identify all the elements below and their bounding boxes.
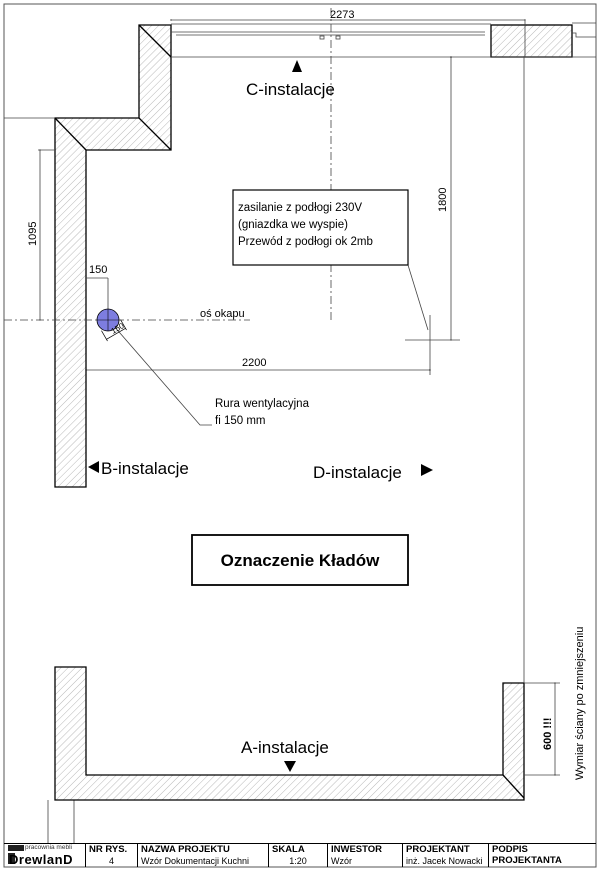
arrow-right-icon [421, 464, 433, 476]
note-box [232, 189, 409, 266]
title-box [191, 534, 409, 586]
signature-cell: PODPIS PROJEKTANTA [488, 843, 596, 867]
dim-wall-text: 600 !!! [542, 718, 554, 750]
page-frame [3, 3, 597, 868]
investor-cell: INWESTOR Wzór [327, 843, 402, 867]
b-label: B-instalacje [101, 459, 189, 478]
logo-big: DrewlanD [9, 852, 73, 867]
title-box-text: Oznaczenie Kładów [221, 551, 380, 570]
arrow-up-icon [292, 60, 302, 72]
nr-value: 4 [108, 856, 114, 866]
nr-cell: NR RYS. 4 [85, 843, 137, 867]
project-label: NAZWA PROJEKTU [141, 844, 230, 855]
project-cell: NAZWA PROJEKTU Wzór Dokumentacji Kuchni [137, 843, 268, 867]
logo-small: pracownia mebli [25, 844, 72, 851]
note-line: Przewód z podłogi ok 2mb [238, 236, 373, 248]
designer-label: PROJEKTANT [406, 844, 470, 855]
arrow-left-icon [88, 461, 99, 473]
designer-value: inż. Jacek Nowacki [406, 856, 483, 866]
scale-value: 1:20 [289, 856, 307, 866]
designer-cell: PROJEKTANT inż. Jacek Nowacki [402, 843, 488, 867]
dim-offset-text: 150 [89, 264, 107, 276]
axis-label: oś okapu [200, 308, 245, 320]
logo: pracownia mebli DrewlanD [5, 844, 85, 867]
title-block [4, 843, 596, 868]
note-line: (gniazdka we wyspie) [238, 219, 348, 231]
note-line: zasilanie z podłogi 230V [238, 202, 362, 214]
signature-label: PODPIS PROJEKTANTA [492, 844, 562, 866]
arrow-down-icon [284, 761, 296, 772]
d-label: D-instalacje [313, 463, 402, 482]
wall-note: Wymiar ściany po zmniejszeniu [574, 627, 586, 780]
dim-left-text: 1095 [27, 222, 39, 246]
dim-width-text: 2200 [242, 357, 266, 369]
pipe-label: fi 150 mm [215, 415, 266, 427]
dim-right-text: 1800 [437, 188, 449, 212]
investor-value: Wzór [331, 856, 352, 866]
investor-label: INWESTOR [331, 844, 383, 855]
pipe-label: Rura wentylacyjna [215, 398, 310, 410]
dim-top-text: 2273 [330, 9, 354, 21]
project-value: Wzór Dokumentacji Kuchni [141, 856, 250, 866]
nr-label: NR RYS. [89, 844, 128, 855]
walls [54, 24, 573, 801]
scale-label: SKALA [272, 844, 305, 855]
a-label: A-instalacje [241, 738, 329, 757]
scale-cell: SKALA 1:20 [268, 843, 327, 867]
c-label: C-instalacje [246, 80, 335, 99]
